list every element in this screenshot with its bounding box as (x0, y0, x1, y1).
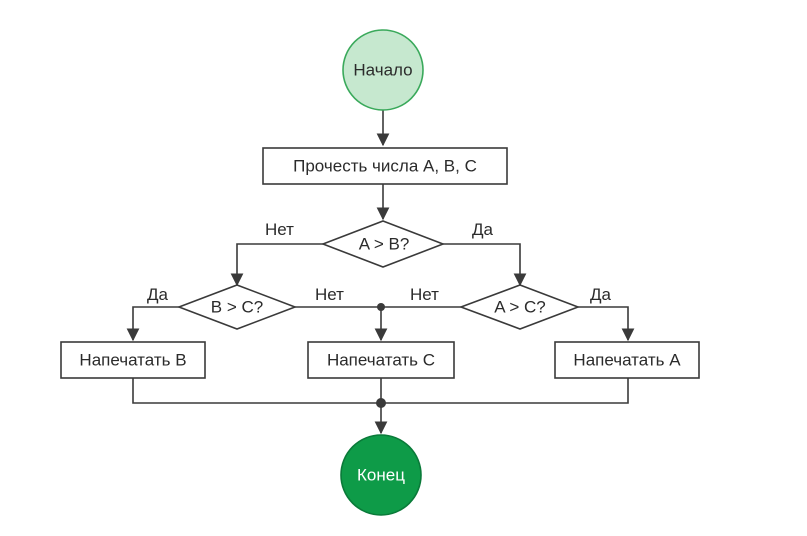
cond-ab-label: A > B? (359, 235, 410, 254)
print-a-label: Напечатать A (573, 351, 681, 370)
end-node: Конец (340, 434, 422, 516)
cond-ab-node: A > B? (320, 220, 446, 268)
edge-cond-ab-yes (443, 243, 527, 287)
edge-label-ab-yes: Да (472, 220, 494, 239)
edge-print-b-to-merge (132, 378, 381, 404)
print-b-node: Напечатать B (60, 341, 206, 379)
cond-ac-node: A > C? (458, 284, 581, 330)
print-b-label: Напечатать B (79, 351, 186, 370)
print-c-label: Напечатать C (327, 351, 435, 370)
edge-cond-bc-yes (126, 306, 179, 342)
junction-dot-upper (377, 303, 385, 311)
edge-label-bc-no: Нет (315, 285, 344, 304)
edge-label-ac-no: Нет (410, 285, 439, 304)
read-label: Прочесть числа A, B, C (293, 157, 477, 176)
end-label: Конец (357, 466, 405, 485)
junction-dot-lower (376, 398, 386, 408)
cond-ac-label: A > C? (494, 298, 546, 317)
edge-label-ac-yes: Да (590, 285, 612, 304)
cond-bc-node: B > C? (176, 284, 298, 330)
edge-print-a-to-merge (381, 378, 629, 404)
edge-label-bc-yes: Да (147, 285, 169, 304)
read-node: Прочесть числа A, B, C (262, 147, 508, 185)
edge-cond-ab-no (230, 243, 323, 287)
start-node: Начало (342, 29, 424, 111)
edge-cond-ac-yes (578, 306, 635, 342)
print-c-node: Напечатать C (307, 341, 455, 379)
start-label: Начало (353, 61, 412, 80)
cond-bc-label: B > C? (211, 298, 263, 317)
edge-label-ab-no: Нет (265, 220, 294, 239)
print-a-node: Напечатать A (554, 341, 700, 379)
